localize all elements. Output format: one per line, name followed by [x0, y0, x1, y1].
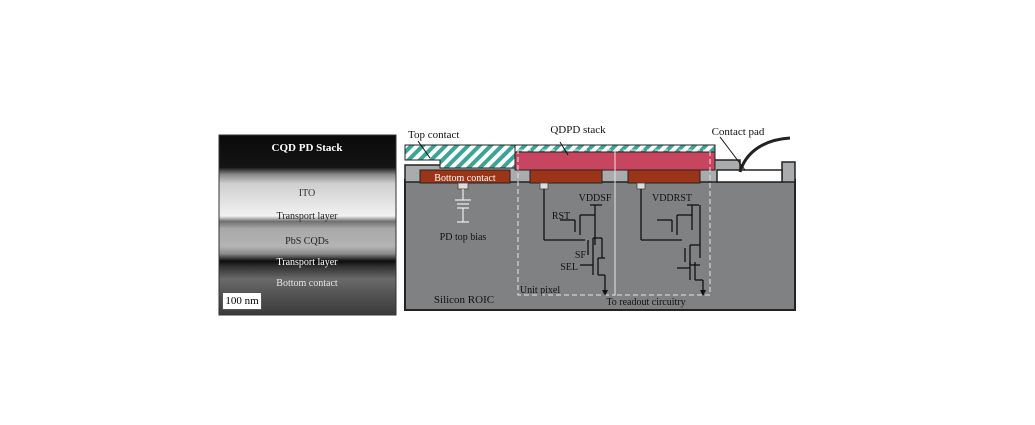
tem-layer-ito: ITO [299, 188, 315, 199]
readout-arrow-1 [602, 290, 608, 296]
label-sel: SEL [560, 262, 578, 273]
label-readout: To readout circuitry [606, 297, 685, 308]
label-vddrst: VDDRST [652, 193, 692, 204]
label-contact-pad: Contact pad [712, 126, 765, 138]
label-pd-top-bias: PD top bias [440, 232, 487, 243]
qdpd-pointer [559, 141, 569, 156]
bottom-contact-right [627, 169, 701, 184]
unit-pixel-box [517, 149, 616, 296]
scale-bar: 100 nm [222, 292, 262, 310]
top-contact-pointer [417, 140, 431, 159]
tem-layer-transport-top: Transport layer [276, 211, 338, 222]
pixel-circuit-1 [543, 189, 606, 293]
label-rst: RST [552, 211, 570, 222]
tem-layer-pbs: PbS CQDs [285, 236, 329, 247]
tem-image [218, 134, 397, 316]
bottom-contact-mid [529, 169, 603, 184]
label-silicon-roic: Silicon ROIC [434, 294, 494, 306]
label-bottom-contact: Bottom contact [434, 173, 496, 184]
silicon-roic [404, 179, 796, 311]
label-qdpd-stack: QDPD stack [550, 124, 606, 136]
bond-wire [738, 136, 791, 173]
pixel-circuit-2 [640, 189, 704, 293]
via-right [636, 182, 646, 190]
via-mid [539, 182, 549, 190]
contact-pad [716, 169, 783, 183]
label-top-contact: Top contact [408, 129, 459, 141]
label-sf: SF [575, 250, 587, 261]
tem-layer-transport-bottom: Transport layer [276, 257, 338, 268]
pd-top-bias-symbol [455, 189, 471, 223]
label-vddsf: VDDSF [579, 193, 612, 204]
tem-title: CQD PD Stack [272, 142, 344, 154]
contact-pad-pointer [719, 136, 746, 171]
readout-arrow-2 [700, 290, 706, 296]
tem-layer-bottom-contact: Bottom contact [276, 278, 338, 289]
label-unit-pixel: Unit pixel [520, 285, 560, 296]
